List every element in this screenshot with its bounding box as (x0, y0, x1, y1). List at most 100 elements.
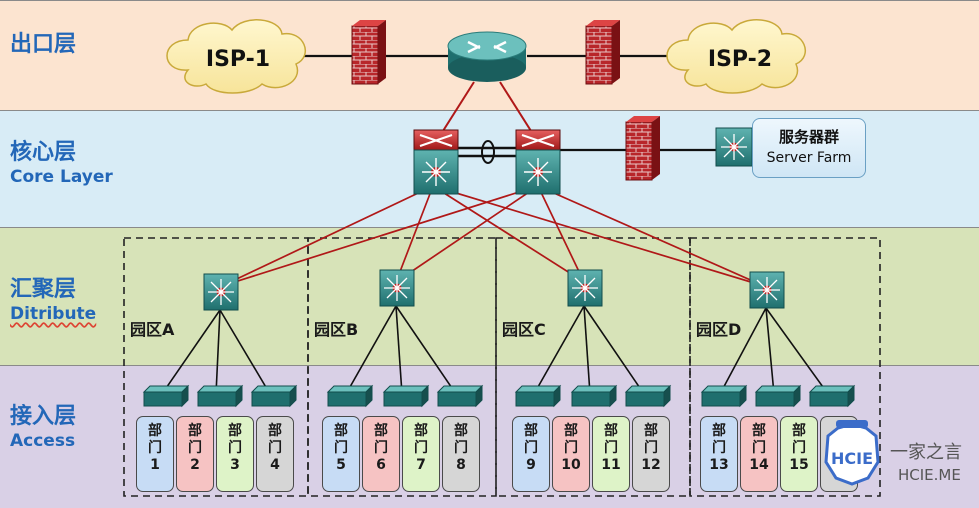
dept-char-1: 部 (188, 423, 202, 439)
dept-number: 10 (561, 457, 581, 473)
access-switches (142, 384, 856, 408)
dept-char-2: 门 (374, 440, 388, 456)
core-link-bundle (481, 140, 495, 164)
core-switch-2-icon (515, 129, 561, 195)
dept-number: 14 (749, 457, 769, 473)
dept-char-1: 部 (414, 423, 428, 439)
distribute-layer-band (0, 227, 979, 365)
dept-number: 2 (190, 457, 200, 473)
firewall-core-icon (625, 116, 660, 181)
export-layer-label: 出口层 (10, 32, 76, 58)
access-switch-icon (808, 384, 856, 408)
access-switch-icon (700, 384, 748, 408)
dept-char-1: 部 (268, 423, 282, 439)
dept-char-2: 门 (414, 440, 428, 456)
distribution-switch-c-icon (567, 269, 603, 307)
dept-number: 9 (526, 457, 536, 473)
zone-boxes (123, 237, 881, 497)
core-distribution-links (221, 185, 765, 287)
access-switch-icon (142, 384, 190, 408)
access-switch-icon (196, 384, 244, 408)
firewall-left-icon (351, 20, 386, 85)
dept-char-2: 门 (604, 440, 618, 456)
router-icon (447, 31, 527, 82)
server-farm-title: 服务器群 (778, 128, 839, 146)
brand-name: 一家之言 (890, 442, 962, 463)
dept-number: 3 (230, 457, 240, 473)
server-farm-subtitle: Server Farm (766, 150, 852, 166)
isp-2-cloud-icon (666, 19, 807, 94)
dept-char-1: 部 (524, 423, 538, 439)
dept-number: 4 (270, 457, 280, 473)
isp-1-cloud-icon (166, 19, 307, 94)
dept-char-2: 门 (792, 440, 806, 456)
department-box (820, 416, 858, 492)
zone-d-label: 园区D (696, 320, 742, 339)
brand-site: HCIE.ME (898, 466, 961, 484)
dept-number: 15 (789, 457, 809, 473)
core-layer-title: 核心层 (10, 140, 77, 165)
dept-number: 7 (416, 457, 426, 473)
access-switch-icon (570, 384, 618, 408)
dept-number: 1 (150, 457, 160, 473)
dept-char-2: 门 (712, 440, 726, 456)
dept-char-1: 部 (792, 423, 806, 439)
zone-c-label: 园区C (502, 320, 546, 339)
dept-char-1: 部 (712, 423, 726, 439)
firewall-right-icon (585, 20, 620, 85)
distribution-switch-a-icon (203, 273, 239, 311)
access-layer-subtitle: Access (10, 431, 76, 451)
dept-char-1: 部 (604, 423, 618, 439)
dept-char-2: 门 (752, 440, 766, 456)
isp-1-label: ISP-1 (206, 47, 270, 72)
dept-number: 12 (641, 457, 661, 473)
dept-char-1: 部 (374, 423, 388, 439)
server-farm-box: 服务器群 Server Farm (752, 118, 866, 178)
dept-number: 13 (709, 457, 729, 473)
dept-char-1: 部 (228, 423, 242, 439)
dept-number: 11 (601, 457, 621, 473)
zone-d-box (689, 237, 881, 497)
dept-number: 8 (456, 457, 466, 473)
isp-2-label: ISP-2 (708, 47, 772, 72)
access-layer-title: 接入层 (10, 404, 77, 429)
access-switch-icon (382, 384, 430, 408)
distribute-layer-subtitle: Ditribute (10, 304, 97, 324)
distribute-layer-title: 汇聚层 (10, 277, 77, 302)
dept-number: 6 (376, 457, 386, 473)
access-layer-label: 接入层 Access (10, 404, 76, 452)
dept-char-2: 门 (524, 440, 538, 456)
distribution-switch-d-icon (749, 271, 785, 309)
dept-char-2: 门 (188, 440, 202, 456)
dept-char-1: 部 (564, 423, 578, 439)
dept-char-2: 门 (268, 440, 282, 456)
dept-char-1: 部 (334, 423, 348, 439)
access-switch-icon (436, 384, 484, 408)
dept-char-2: 门 (644, 440, 658, 456)
dept-char-1: 部 (752, 423, 766, 439)
dept-char-2: 门 (454, 440, 468, 456)
zone-a-label: 园区A (130, 320, 175, 339)
export-layer-title: 出口层 (10, 32, 77, 57)
access-switch-icon (326, 384, 374, 408)
dept-char-2: 门 (564, 440, 578, 456)
core-layer-subtitle: Core Layer (10, 167, 113, 187)
dept-number: 5 (336, 457, 346, 473)
access-switch-icon (754, 384, 802, 408)
access-switch-icon (250, 384, 298, 408)
